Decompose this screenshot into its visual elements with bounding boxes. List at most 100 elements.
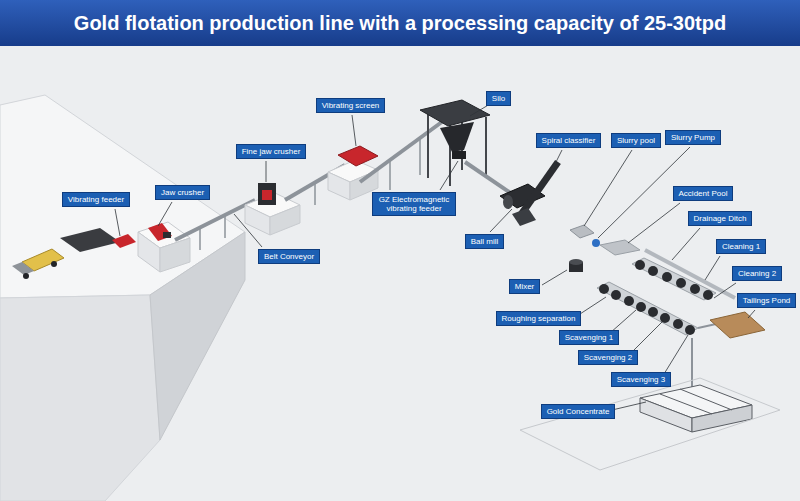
- screen-stand-front: [328, 172, 350, 200]
- vibrating-feeder: [112, 234, 136, 248]
- mixer-top: [569, 259, 583, 265]
- equipment-label: Scavenging 3: [611, 372, 671, 387]
- equipment-label: Belt Conveyor: [258, 249, 320, 264]
- flotation-cell: [662, 272, 672, 282]
- slurry-pool: [570, 225, 594, 238]
- title-banner: Gold flotation production line with a pr…: [0, 0, 800, 46]
- label-text: Gold Concentrate: [546, 407, 610, 416]
- leader-line: [266, 161, 267, 182]
- equipment-label: Slurry pool: [611, 133, 661, 148]
- truck-wheel: [23, 273, 29, 279]
- belt-conveyor: [465, 162, 512, 194]
- leader-line: [705, 256, 720, 280]
- vibrating-screen: [338, 146, 378, 166]
- label-text: Vibrating screen: [321, 101, 380, 110]
- conveyor-leg: [314, 183, 316, 205]
- flotation-cell: [599, 284, 609, 294]
- flotation-cell: [636, 302, 646, 312]
- leader-line: [440, 161, 458, 190]
- flotation-cell: [690, 284, 700, 294]
- equipment-label: Slurry Pump: [665, 130, 721, 145]
- silo-leg: [427, 113, 429, 178]
- leader-line: [584, 150, 632, 226]
- flotation-cell: [648, 307, 658, 317]
- title-text: Gold flotation production line with a pr…: [74, 12, 726, 35]
- belt-conveyor: [360, 116, 450, 182]
- fine-jaw-crusher: [258, 183, 276, 205]
- leader-line: [628, 203, 680, 243]
- equipment-label: Roughing separation: [496, 311, 581, 326]
- flotation-cell: [624, 296, 634, 306]
- equipment-label: Spiral classifier: [536, 133, 601, 148]
- silo-leg: [485, 117, 487, 178]
- fine-jaw-crusher-body: [262, 190, 272, 200]
- flotation-cell: [648, 266, 658, 276]
- equipment-label: Vibrating feeder: [62, 192, 130, 207]
- ball-mill-end: [503, 195, 513, 209]
- fine-crusher-stand-front: [245, 205, 270, 235]
- truck-wheel: [51, 261, 57, 267]
- equipment-label: Scavenging 2: [578, 350, 638, 365]
- classifier-tank: [512, 208, 536, 226]
- leader-line: [234, 214, 262, 247]
- leader-line: [580, 297, 606, 314]
- leader-line: [352, 115, 356, 146]
- label-text: Ball mill: [470, 237, 499, 246]
- equipment-label: Jaw crusher: [155, 185, 210, 200]
- accident-pool: [600, 240, 640, 255]
- label-text: Accident Pool: [678, 189, 728, 198]
- leader-line: [612, 402, 646, 410]
- label-text: Slurry pool: [616, 136, 656, 145]
- label-text: Jaw crusher: [160, 188, 205, 197]
- crusher-stand-side: [160, 238, 190, 272]
- label-text: Spiral classifier: [541, 136, 596, 145]
- label-text: Scavenging 3: [616, 375, 666, 384]
- label-text: Cleaning 1: [721, 242, 761, 251]
- leader-line: [664, 335, 688, 374]
- concentrate-pool-side: [692, 405, 752, 432]
- equipment-label: Ball mill: [465, 234, 504, 249]
- equipment-label: Cleaning 1: [716, 239, 766, 254]
- equipment-label: Gold Concentrate: [541, 404, 615, 419]
- equipment-label: Tailings Pond: [737, 293, 796, 308]
- pool-divider: [680, 389, 732, 410]
- jaw-crusher: [148, 223, 172, 241]
- feeder-pit: [60, 228, 120, 252]
- equipment-label: GZ Electromagnetic vibrating feeder: [372, 192, 456, 216]
- equipment-label: Scavenging 1: [559, 330, 619, 345]
- label-text: Tailings Pond: [742, 296, 791, 305]
- label-text: Slurry Pump: [670, 133, 716, 142]
- flotation-cell: [611, 290, 621, 300]
- label-text: Silo: [491, 94, 506, 103]
- cleaning-trough: [632, 258, 716, 300]
- silo-roof: [420, 100, 490, 126]
- label-text: Fine jaw crusher: [241, 147, 301, 156]
- label-text: Belt Conveyor: [263, 252, 315, 261]
- conveyor-leg: [389, 160, 391, 190]
- leader-lines: [115, 104, 755, 410]
- label-text: Roughing separation: [501, 314, 576, 323]
- equipment-label: Accident Pool: [673, 186, 733, 201]
- flotation-cell: [635, 260, 645, 270]
- platform-front: [0, 295, 160, 501]
- leader-line: [748, 310, 755, 318]
- label-text: Scavenging 1: [564, 333, 614, 342]
- flotation-cell: [685, 325, 695, 335]
- floor-slab: [520, 378, 780, 470]
- leader-line: [672, 228, 700, 260]
- pool-divider: [660, 394, 712, 414]
- equipment-label: Silo: [486, 91, 511, 106]
- flotation-cell: [660, 313, 670, 323]
- flotation-cell: [676, 278, 686, 288]
- platform-side: [150, 232, 245, 440]
- roughing-trough: [597, 282, 698, 335]
- belt-conveyor: [175, 200, 255, 240]
- conveyor-leg: [419, 138, 421, 175]
- conveyor-leg: [224, 215, 226, 238]
- leader-line: [552, 150, 562, 170]
- tailings-pipe: [698, 324, 716, 328]
- fine-crusher-stand-side: [270, 205, 300, 235]
- label-text: GZ Electromagnetic vibrating feeder: [377, 195, 451, 213]
- label-text: Mixer: [514, 282, 535, 291]
